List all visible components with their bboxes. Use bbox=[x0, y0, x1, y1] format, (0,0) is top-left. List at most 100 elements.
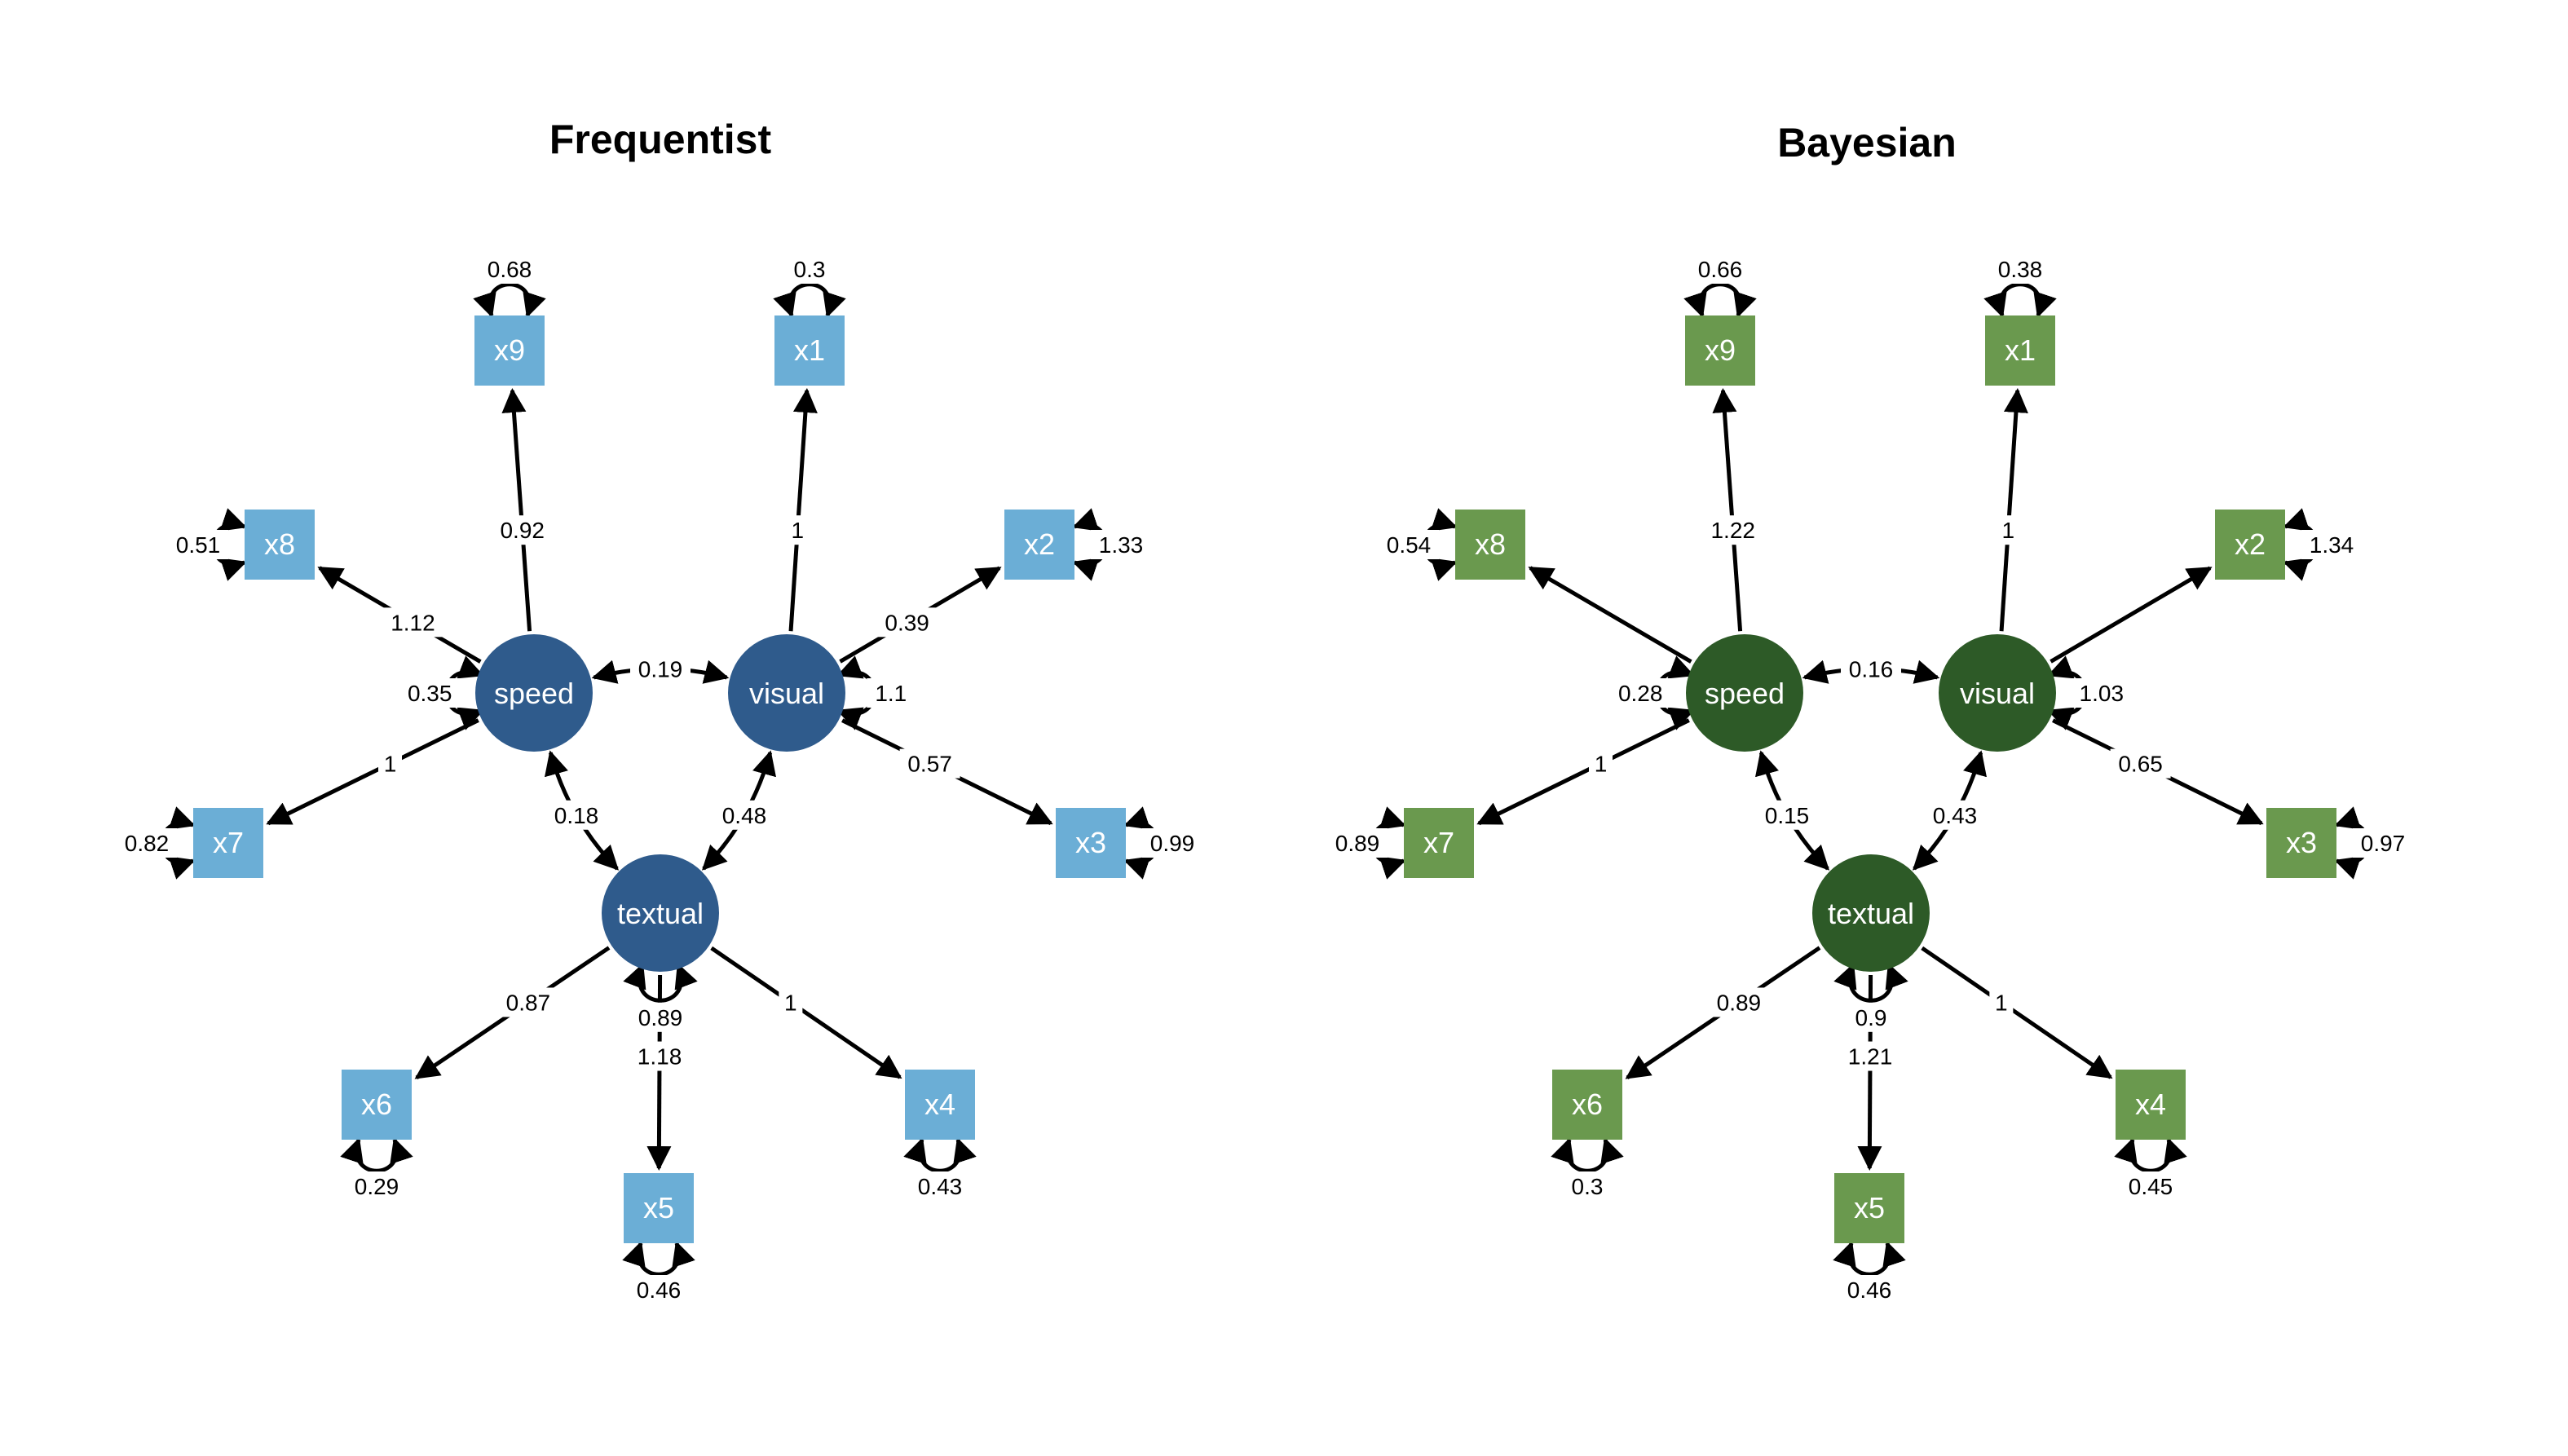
residual-x9-label-bg bbox=[479, 254, 540, 284]
covariance-label-visual-textual-bg bbox=[713, 800, 774, 830]
variance-textual-path bbox=[1833, 963, 1908, 1003]
loading-label-x9: 0.92 bbox=[500, 518, 545, 543]
residual-x6-label: 0.29 bbox=[355, 1174, 399, 1199]
variance-visual-label-bg bbox=[867, 678, 916, 708]
latent-label: speed bbox=[1705, 677, 1785, 710]
manifest-label: x2 bbox=[2235, 527, 2266, 561]
manifest-box bbox=[1404, 808, 1474, 878]
loading-label-x4-bg bbox=[1989, 987, 2014, 1017]
variance-speed-label-bg bbox=[1610, 678, 1671, 708]
latent-label: textual bbox=[1828, 897, 1914, 930]
residual-x5-label-bg bbox=[1839, 1275, 1900, 1304]
residual-x4-label: 0.45 bbox=[2129, 1174, 2173, 1199]
manifest-label: x3 bbox=[2286, 826, 2317, 859]
manifest-label: x8 bbox=[264, 527, 295, 561]
residual-x2-label: 1.33 bbox=[1099, 532, 1144, 558]
residual-x8-label-bg bbox=[168, 530, 228, 559]
loading-edge-speed-x7 bbox=[1476, 718, 1690, 826]
loading-edge-speed-x9 bbox=[1712, 388, 1743, 632]
residual-x9-path bbox=[1683, 282, 1757, 318]
variance-textual-label-bg bbox=[630, 1002, 691, 1032]
latent-node-visual: visual bbox=[728, 634, 845, 752]
manifest-box bbox=[1685, 315, 1755, 386]
loading-label-x6-bg bbox=[1708, 987, 1769, 1017]
variance-speed-label-bg bbox=[399, 678, 461, 708]
loading-edge-visual-x1 bbox=[1999, 388, 2028, 632]
covariance-label-speed-textual: 0.15 bbox=[1765, 803, 1810, 828]
variance-visual-label: 1.03 bbox=[2080, 681, 2125, 706]
manifest-box bbox=[905, 1070, 975, 1140]
loading-label-x3-bg bbox=[2110, 748, 2171, 779]
residual-x4-label: 0.43 bbox=[918, 1174, 963, 1199]
covariance-label-speed-textual-bg bbox=[1757, 800, 1818, 830]
loading-edge-speed-x9 bbox=[501, 388, 532, 632]
manifest-label: x6 bbox=[1572, 1088, 1603, 1121]
residual-x8-label: 0.54 bbox=[1387, 532, 1432, 558]
loading-label-x4-bg bbox=[779, 987, 803, 1017]
latent-circle bbox=[1939, 634, 2056, 752]
manifest-box bbox=[1552, 1070, 1622, 1140]
residual-x9-label: 0.68 bbox=[488, 257, 532, 282]
loading-edge-textual-x4 bbox=[710, 946, 902, 1079]
manifest-box bbox=[1834, 1173, 1904, 1243]
loading-label-x9-bg bbox=[492, 515, 553, 545]
covariance-label-speed-visual-bg bbox=[630, 654, 691, 684]
manifest-label: x9 bbox=[1705, 333, 1736, 367]
residual-x2-label-bg bbox=[2301, 530, 2362, 559]
residual-x9-path bbox=[473, 282, 546, 318]
manifest-label: x5 bbox=[1854, 1191, 1885, 1224]
manifest-box bbox=[474, 315, 545, 386]
loading-label-x1: 1 bbox=[2002, 518, 2015, 543]
manifest-node-x7: x7 bbox=[193, 808, 263, 878]
residual-x6-label-bg bbox=[1563, 1171, 1612, 1201]
panel-title: Frequentist bbox=[549, 117, 772, 162]
manifest-node-x5: x5 bbox=[1834, 1173, 1904, 1243]
manifest-node-x9: x9 bbox=[1685, 315, 1755, 386]
residual-x4-label-bg bbox=[2120, 1171, 2181, 1201]
residual-x4-path bbox=[2114, 1137, 2187, 1173]
covariance-label-speed-textual-bg bbox=[546, 800, 607, 830]
manifest-node-x6: x6 bbox=[342, 1070, 412, 1140]
variance-textual-label: 0.9 bbox=[1855, 1005, 1887, 1030]
manifest-node-x2: x2 bbox=[1004, 510, 1074, 580]
variance-textual-label-bg bbox=[1847, 1002, 1895, 1032]
latent-circle bbox=[1812, 854, 1930, 972]
latent-label: textual bbox=[617, 897, 704, 930]
residual-x5-label-bg bbox=[629, 1275, 689, 1304]
manifest-label: x7 bbox=[1423, 826, 1454, 859]
residual-x1-path bbox=[1983, 282, 2057, 318]
manifest-node-x1: x1 bbox=[774, 315, 845, 386]
residual-x6-path bbox=[1551, 1137, 1624, 1173]
variance-textual-path bbox=[623, 963, 698, 1003]
residual-x6-path bbox=[340, 1137, 413, 1173]
loading-label-x3: 0.65 bbox=[2118, 752, 2163, 777]
loading-label-x9: 1.22 bbox=[1710, 518, 1755, 543]
manifest-box bbox=[1455, 510, 1525, 580]
covariance-label-speed-visual: 0.19 bbox=[638, 657, 683, 682]
loading-label-x2-bg bbox=[876, 607, 938, 638]
manifest-node-x7: x7 bbox=[1404, 808, 1474, 878]
manifest-label: x3 bbox=[1075, 826, 1106, 859]
variance-textual-label: 0.89 bbox=[638, 1005, 683, 1030]
residual-x5-path bbox=[622, 1241, 695, 1277]
manifest-node-x5: x5 bbox=[624, 1173, 694, 1243]
residual-x7-label-bg bbox=[1327, 828, 1388, 858]
latent-circle bbox=[475, 634, 593, 752]
loading-label-x9-bg bbox=[1702, 515, 1763, 545]
residual-x2-label-bg bbox=[1091, 530, 1151, 559]
manifest-label: x4 bbox=[924, 1088, 955, 1121]
manifest-node-x4: x4 bbox=[2116, 1070, 2186, 1140]
covariance-label-speed-visual-bg bbox=[1841, 654, 1901, 684]
panel-title: Bayesian bbox=[1777, 120, 1957, 165]
residual-x1-label-bg bbox=[1990, 254, 2050, 284]
loading-label-x6: 0.87 bbox=[506, 990, 551, 1015]
variance-speed-label: 0.28 bbox=[1618, 681, 1663, 706]
residual-x1-label: 0.3 bbox=[794, 257, 826, 282]
residual-x4-path bbox=[903, 1137, 977, 1173]
loading-label-x7-bg bbox=[378, 748, 403, 779]
manifest-node-x1: x1 bbox=[1985, 315, 2055, 386]
